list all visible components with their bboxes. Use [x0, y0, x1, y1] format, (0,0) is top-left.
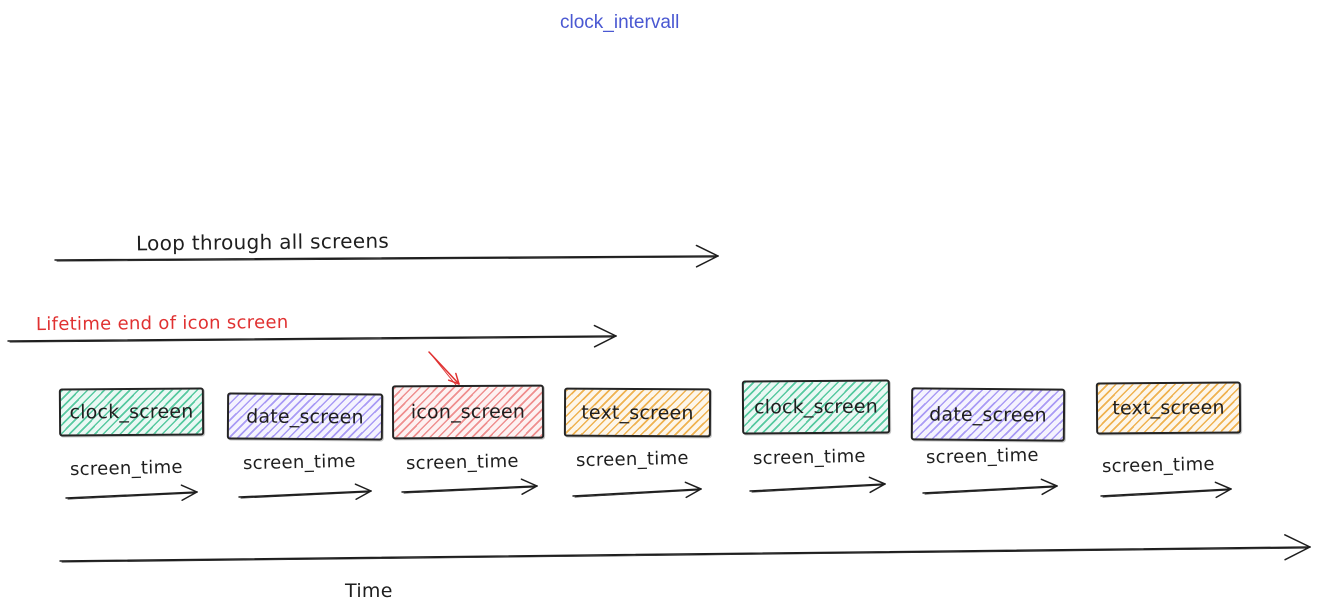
screen-time-arrow-2 — [238, 483, 372, 500]
screen-box-text-2: text_screen — [1095, 381, 1242, 435]
loop-arrow-label: Loop through all screens — [135, 228, 390, 256]
screen-time-arrow-7 — [1100, 481, 1232, 499]
screen-time-label-2: screen_time — [242, 450, 357, 475]
screen-box-clock-2: clock_screen — [741, 379, 891, 435]
screen-box-text-1: text_screen — [563, 387, 712, 438]
screen-time-arrow-3 — [401, 478, 538, 495]
time-axis-arrow — [59, 534, 1311, 563]
screen-time-label-3: screen_time — [405, 450, 520, 475]
lifetime-arrow — [7, 324, 617, 348]
screen-time-label-1: screen_time — [69, 456, 184, 481]
time-axis-label: Time — [345, 580, 393, 602]
screen-box-clock-1: clock_screen — [58, 387, 205, 437]
screen-time-arrow-4 — [572, 481, 702, 499]
lifetime-arrow-label: Lifetime end of icon screen — [35, 311, 289, 336]
screen-box-date-1: date_screen — [226, 392, 384, 441]
screen-box-date-2: date_screen — [910, 387, 1066, 442]
loop-arrow — [54, 244, 719, 268]
screen-time-label-7: screen_time — [1101, 453, 1216, 478]
screen-time-arrow-1 — [65, 484, 198, 501]
screen-time-arrow-5 — [749, 476, 886, 494]
screen-time-label-4: screen_time — [575, 447, 690, 472]
screen-time-label-6: screen_time — [925, 444, 1040, 469]
screen-time-label-5: screen_time — [752, 445, 867, 470]
icon-pointer-arrow — [428, 351, 460, 387]
diagram-title: clock_intervall — [560, 12, 680, 33]
screen-time-arrow-6 — [922, 478, 1058, 496]
screen-box-icon: icon_screen — [391, 384, 545, 440]
